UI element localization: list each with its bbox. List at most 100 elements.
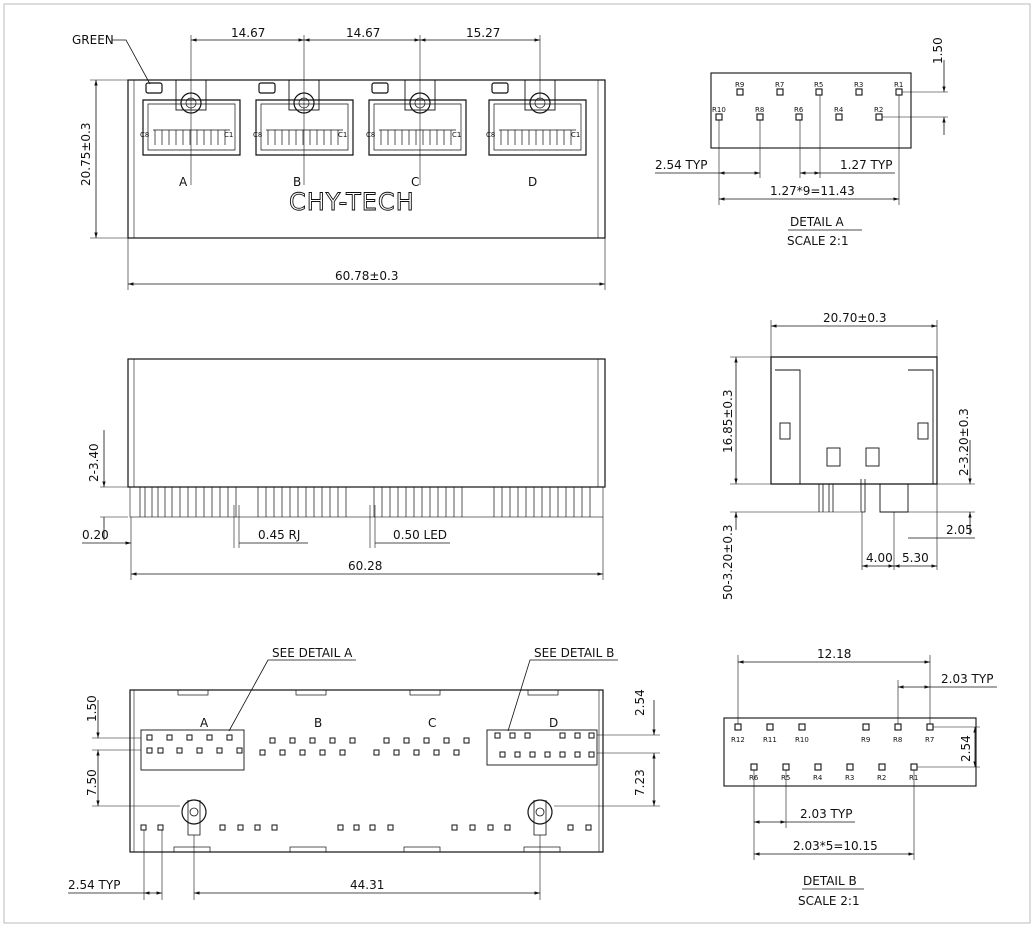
led-window xyxy=(371,82,389,94)
detail-a-scale: SCALE 2:1 xyxy=(787,234,849,248)
green-led-label: GREEN xyxy=(72,33,114,47)
bottom-dim-typ: 2.54 TYP xyxy=(68,878,120,892)
bottom-dim-254: 2.54 xyxy=(633,689,647,716)
bottom-dim-750: 7.50 xyxy=(85,769,99,796)
bottom-port-d: D xyxy=(549,716,558,730)
end-dim-400: 4.00 xyxy=(866,551,893,565)
pin-r4: R4 xyxy=(813,774,823,782)
contact-label-c1: C1 xyxy=(571,131,580,139)
end-view-text: 20.70±0.3 16.85±0.3 2-3.20±0.3 50-3.20±0… xyxy=(721,311,973,600)
rj45-port-c xyxy=(368,79,467,156)
pin-r3: R3 xyxy=(845,774,854,782)
front-view-text: GREEN 14.67 14.67 15.27 20.75±0.3 60.78±… xyxy=(72,26,580,283)
led-window xyxy=(491,82,509,94)
detail-a-view xyxy=(655,60,948,231)
bottom-housing xyxy=(129,689,604,853)
bottom-port-a: A xyxy=(200,716,209,730)
pin-r10: R10 xyxy=(712,106,726,114)
pin-r11: R11 xyxy=(763,736,777,744)
rj45-port-b xyxy=(255,79,354,156)
contact-label-c8: C8 xyxy=(140,131,149,139)
side-view-text: 2-3.40 0.20 0.45 RJ 0.50 LED 60.28 xyxy=(82,443,447,573)
detail-b-typ-top: 2.03 TYP xyxy=(941,672,993,686)
contact-label-c8: C8 xyxy=(253,131,262,139)
front-housing xyxy=(127,79,606,239)
detail-a-offset-dim: 1.50 xyxy=(931,37,945,64)
bottom-dim-4431: 44.31 xyxy=(350,878,384,892)
contact-label-c1: C1 xyxy=(452,131,461,139)
pin-r8: R8 xyxy=(755,106,764,114)
side-view xyxy=(82,358,606,580)
led-window xyxy=(145,82,163,94)
pin-r10: R10 xyxy=(795,736,809,744)
side-housing xyxy=(127,358,606,488)
end-width-dim: 20.70±0.3 xyxy=(823,311,887,325)
end-housing xyxy=(770,356,938,485)
bottom-dim-150: 1.50 xyxy=(85,695,99,722)
side-dim-led: 0.50 LED xyxy=(393,528,447,542)
see-detail-a-callout: SEE DETAIL A xyxy=(272,646,353,660)
contact-label-c1: C1 xyxy=(338,131,347,139)
pin-r6: R6 xyxy=(794,106,804,114)
end-dim-205: 2.05 xyxy=(946,523,973,537)
side-dim-left: 0.20 xyxy=(82,528,109,542)
rj45-port-a xyxy=(142,79,241,156)
side-pin-height: 2-3.40 xyxy=(87,443,101,482)
pin-r6: R6 xyxy=(749,774,759,782)
bottom-view xyxy=(68,659,660,900)
pin-r8: R8 xyxy=(893,736,902,744)
contact-label-c8: C8 xyxy=(486,131,495,139)
detail-b-total: 2.03*5=10.15 xyxy=(793,839,878,853)
front-height-dim: 20.75±0.3 xyxy=(79,123,93,187)
front-width-dim: 60.78±0.3 xyxy=(335,269,399,283)
rj45-port-d xyxy=(488,79,587,156)
detail-a-typ-right: 1.27 TYP xyxy=(840,158,892,172)
end-right-pin-dim: 2-3.20±0.3 xyxy=(957,408,971,476)
pin-r12: R12 xyxy=(731,736,745,744)
pin-r7: R7 xyxy=(925,736,934,744)
bottom-port-c: C xyxy=(428,716,436,730)
pitch-dim-1: 14.67 xyxy=(231,26,265,40)
pin-r3: R3 xyxy=(854,81,863,89)
pitch-dim-3: 15.27 xyxy=(466,26,500,40)
detail-a-total: 1.27*9=11.43 xyxy=(770,184,855,198)
detail-a-outline xyxy=(710,72,912,149)
pin-r1: R1 xyxy=(909,774,918,782)
port-letter-b: B xyxy=(293,175,301,189)
side-dim-rj: 0.45 RJ xyxy=(258,528,300,542)
pin-r4: R4 xyxy=(834,106,844,114)
detail-b-view xyxy=(723,655,997,890)
pitch-dim-2: 14.67 xyxy=(346,26,380,40)
side-dim-total: 60.28 xyxy=(348,559,382,573)
pin-r9: R9 xyxy=(861,736,870,744)
brand-mark: CHY-TECH xyxy=(289,188,415,216)
end-view xyxy=(730,320,975,570)
pin-r5: R5 xyxy=(781,774,790,782)
led-window xyxy=(258,82,276,94)
port-letter-c: C xyxy=(411,175,419,189)
contact-label-c1: C1 xyxy=(224,131,233,139)
pin-r1: R1 xyxy=(894,81,903,89)
detail-a-title: DETAIL A xyxy=(790,215,844,229)
detail-b-region xyxy=(486,729,598,766)
front-view xyxy=(90,35,606,290)
see-detail-b-callout: SEE DETAIL B xyxy=(534,646,614,660)
bottom-view-text: SEE DETAIL A SEE DETAIL B A B C D 1.50 7… xyxy=(68,646,647,892)
detail-b-side: 2.54 xyxy=(959,735,973,762)
end-height-dim: 16.85±0.3 xyxy=(721,390,735,454)
detail-b-text: R12 R11 R10 R9 R8 R7 R6 R5 R4 R3 R2 R1 1… xyxy=(731,647,993,908)
bottom-view-pads xyxy=(140,732,595,831)
detail-b-scale: SCALE 2:1 xyxy=(798,894,860,908)
pin-r2: R2 xyxy=(877,774,886,782)
contact-label-c8: C8 xyxy=(366,131,375,139)
detail-a-text: R9 R7 R5 R3 R1 R10 R8 R6 R4 R2 1.50 2.54… xyxy=(655,37,945,248)
pin-r9: R9 xyxy=(735,81,744,89)
bottom-dim-723: 7.23 xyxy=(633,769,647,796)
detail-a-typ-left: 2.54 TYP xyxy=(655,158,707,172)
end-dim-530: 5.30 xyxy=(902,551,929,565)
pin-r5: R5 xyxy=(814,81,823,89)
sheet-border xyxy=(3,3,1031,924)
end-left-pin-dim: 50-3.20±0.3 xyxy=(721,525,735,600)
